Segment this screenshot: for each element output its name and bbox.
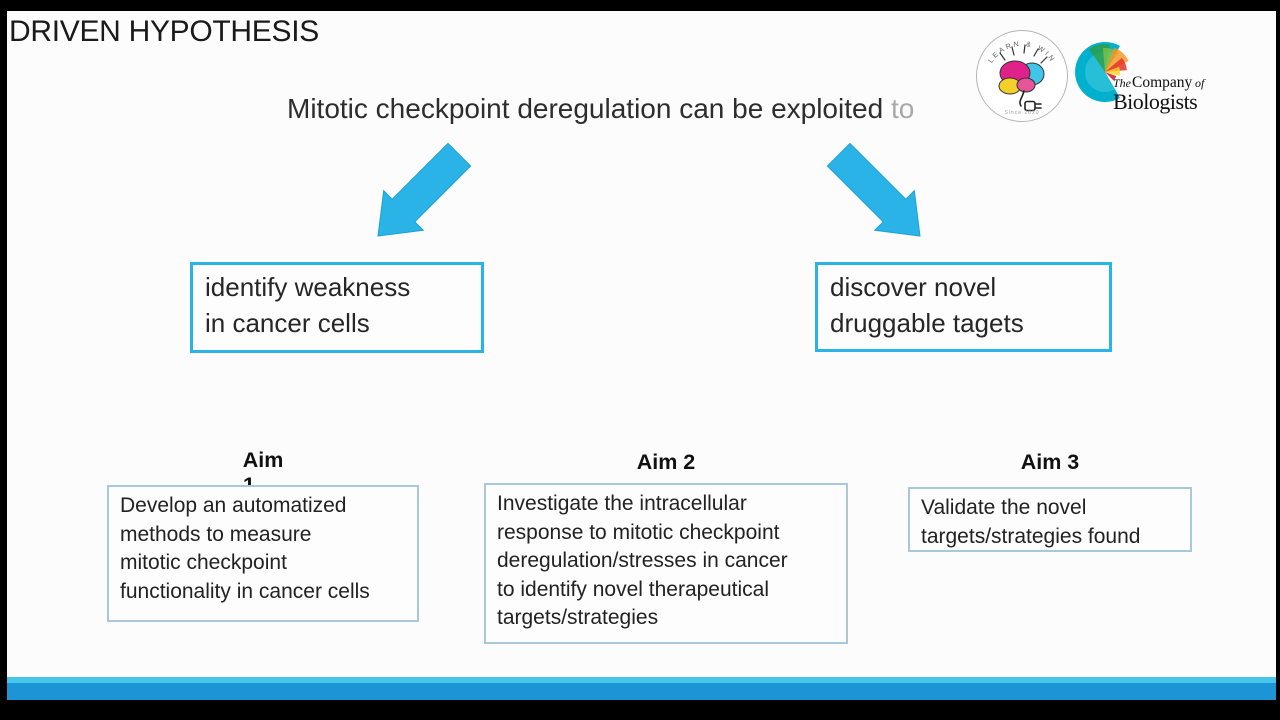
plug-icon (1019, 90, 1042, 112)
headline-main: Mitotic checkpoint deregulation can be e… (287, 93, 891, 124)
footer-accent-bar (7, 683, 1276, 700)
down-right-arrow-icon (823, 141, 928, 241)
aim-2-box: Investigate the intracellular response t… (484, 483, 848, 644)
footer-accent-bar-light (7, 677, 1276, 683)
brain-icon (998, 44, 1048, 95)
branch-box-discover-targets: discover novel druggable tagets (815, 262, 1112, 352)
aim-1-heading-line2: 1 (93, 473, 405, 498)
branch-box-identify-weakness: identify weakness in cancer cells (190, 262, 484, 353)
company-of-biologists-logo: The Company of Biologists (1072, 30, 1214, 120)
cob-word-the: The (1113, 76, 1132, 90)
slide-title: DRIVEN HYPOTHESIS (9, 15, 319, 48)
down-left-arrow-icon (370, 141, 475, 241)
cob-word-biologists: Biologists (1113, 89, 1197, 114)
hypothesis-headline: Mitotic checkpoint deregulation can be e… (287, 93, 914, 125)
aim-1-box: Develop an automatized methods to measur… (107, 485, 419, 622)
aim-2-heading: Aim 2 (636, 450, 696, 474)
slide-canvas: DRIVEN HYPOTHESIS Mitotic checkpoint der… (7, 11, 1276, 700)
aim-1-heading: Aim 1 (107, 448, 419, 497)
cob-word-of: of (1195, 76, 1206, 90)
aim-3-box: Validate the novel targets/strategies fo… (908, 487, 1192, 552)
learn-win-tagline: Since 2020 (1004, 110, 1039, 116)
cob-fan-icon (1075, 42, 1129, 102)
learn-win-logo: LEARN & WIN Si (975, 29, 1069, 123)
aim-1-heading-line1: Aim (242, 448, 284, 472)
cob-word-company: Company (1132, 74, 1193, 91)
headline-faded-word: to (890, 93, 915, 124)
aim-3-heading: Aim 3 (1020, 450, 1080, 474)
